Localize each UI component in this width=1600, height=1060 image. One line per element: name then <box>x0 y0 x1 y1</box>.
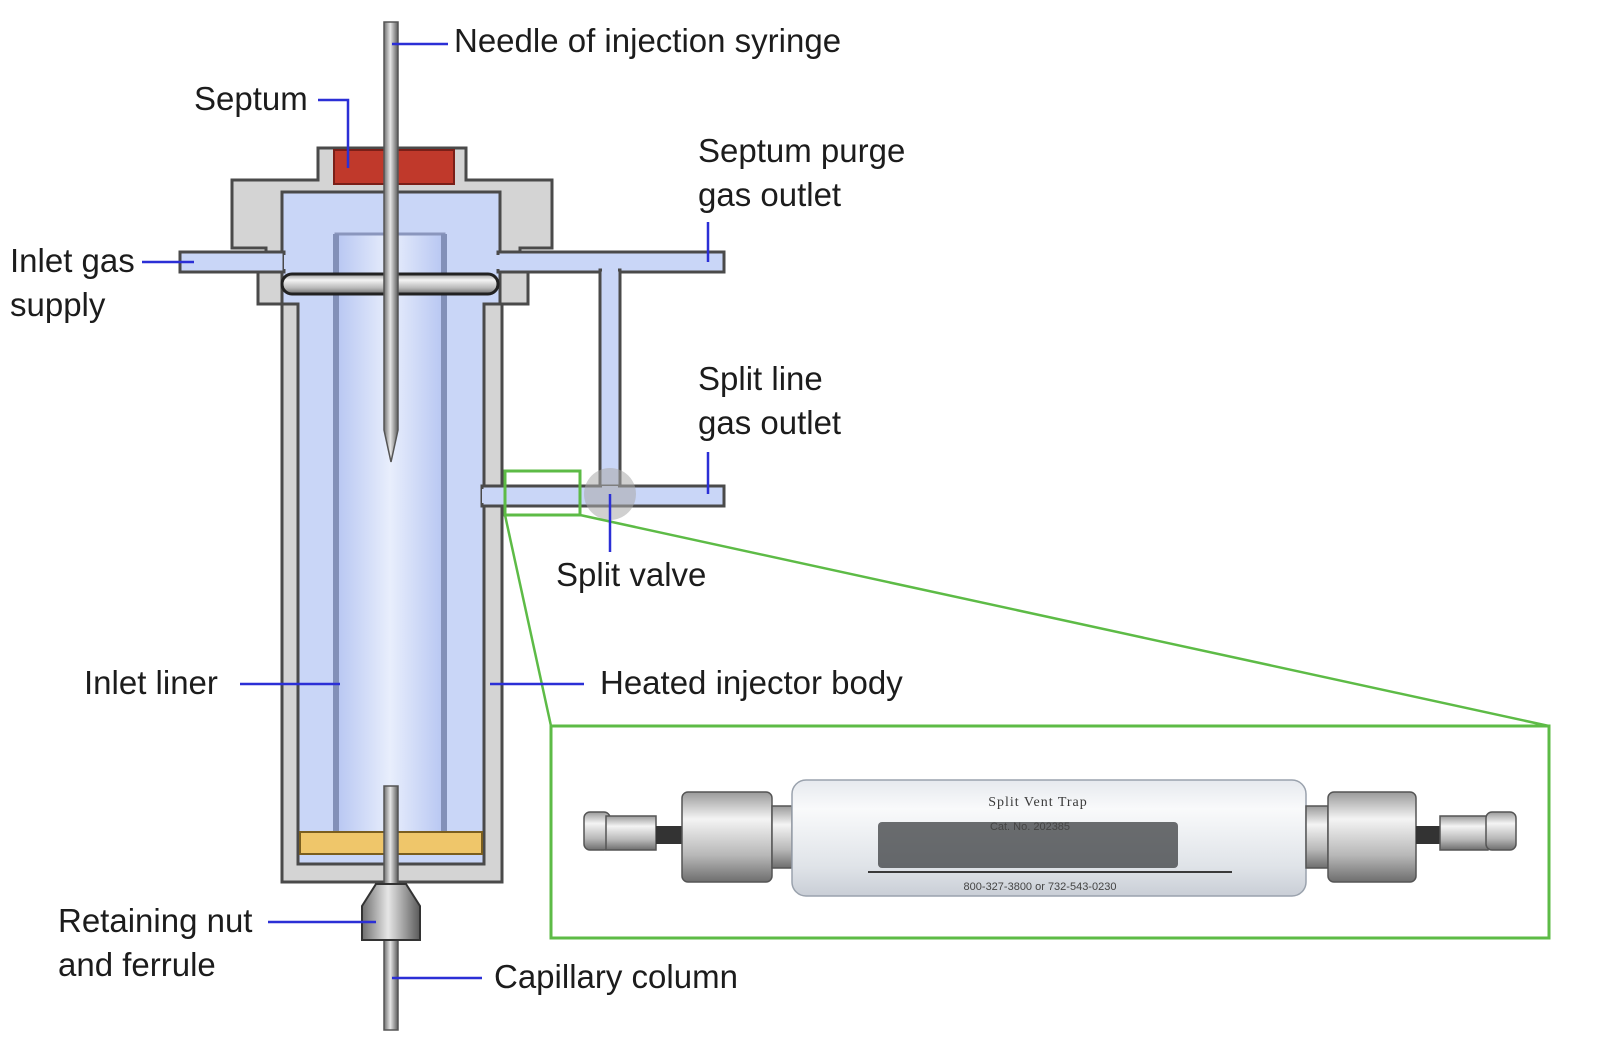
trap-title: Split Vent Trap <box>988 795 1088 810</box>
label-capillary: Capillary column <box>494 958 738 995</box>
label-inlet-liner: Inlet liner <box>84 664 218 701</box>
leader-septum <box>318 98 350 168</box>
label-septum: Septum <box>194 80 308 117</box>
trap-phone: 800-327-3800 or 732-543-0230 <box>964 881 1117 893</box>
label-retaining-1: Retaining nut <box>58 902 252 939</box>
label-heated-body: Heated injector body <box>600 664 903 701</box>
label-split-valve: Split valve <box>556 556 706 593</box>
retaining-nut <box>361 883 421 941</box>
label-split-line-1: Split line <box>698 360 823 397</box>
leader-lines <box>142 42 710 980</box>
inlet-gas-line <box>178 250 286 274</box>
purge-split-connector <box>598 268 622 494</box>
trap-cat-no: Cat. No. 202385 <box>990 821 1070 833</box>
label-inlet-gas-2: supply <box>10 286 106 323</box>
label-split-line-2: gas outlet <box>698 404 841 441</box>
gas-lines <box>178 250 726 520</box>
split-vent-trap-photo: Split Vent Trap Cat. No. 202385 800-327-… <box>583 779 1517 897</box>
label-inlet-gas-1: Inlet gas <box>10 242 135 279</box>
zoom-source-box <box>503 469 582 517</box>
label-septum-purge-1: Septum purge <box>698 132 905 169</box>
label-retaining-2: and ferrule <box>58 946 216 983</box>
label-needle: Needle of injection syringe <box>454 22 841 59</box>
labels: Needle of injection syringe Septum Septu… <box>10 22 905 995</box>
syringe-needle <box>383 21 399 463</box>
label-septum-purge-2: gas outlet <box>698 176 841 213</box>
